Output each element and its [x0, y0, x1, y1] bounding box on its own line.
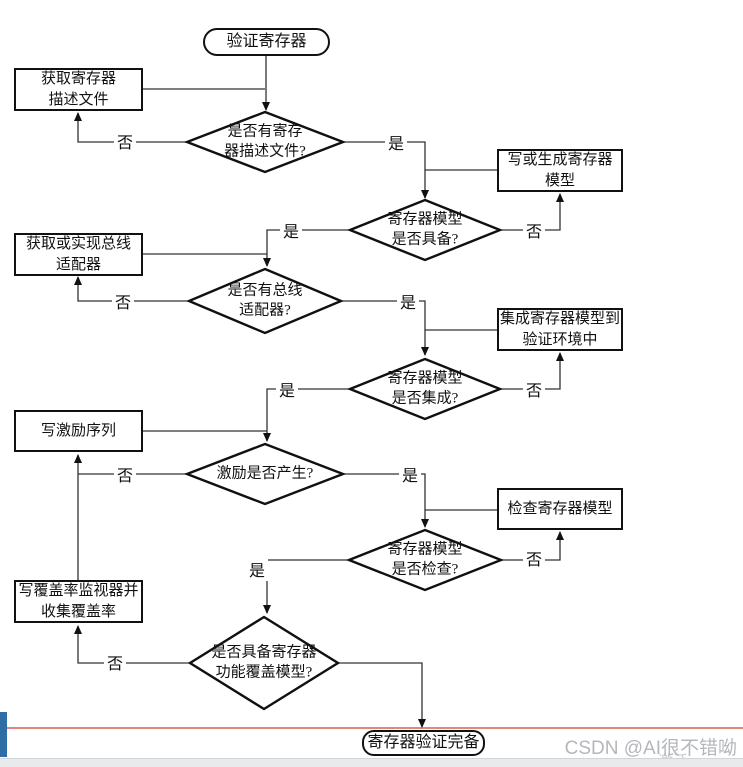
diamond-label-has-adapter: 是否有总线 适配器? — [227, 282, 303, 319]
edge-label-yes: 是 — [398, 462, 422, 486]
edge-label-yes: 是 — [275, 377, 299, 401]
node-start: 验证寄存器 — [203, 28, 330, 56]
edge-label-no: 否 — [113, 129, 137, 153]
diamond-has-cov-model — [187, 615, 341, 711]
connector-lines — [74, 56, 564, 728]
edge-d6-yes — [263, 559, 349, 614]
diamond-label-model-ready: 寄存器模型 是否具备? — [387, 211, 463, 248]
diamond-has-desc-file — [183, 110, 347, 174]
edge-d1-no — [74, 112, 187, 143]
diamond-has-adapter — [185, 267, 345, 335]
edge-label-yes: 是 — [245, 557, 269, 581]
edge-d4-no — [498, 352, 564, 390]
bottom-scrollbar-track[interactable] — [0, 758, 743, 767]
edge-label-yes: 是 — [279, 218, 303, 242]
edge-label-yes: 是 — [396, 289, 420, 313]
diamond-model-checked — [345, 528, 505, 592]
node-end: 寄存器验证完备 — [362, 730, 485, 756]
diamond-model-ready — [346, 198, 504, 262]
node-write-seq: 写激励序列 — [14, 410, 143, 452]
node-check-model: 检查寄存器模型 — [497, 488, 623, 530]
edge-d3-no — [74, 276, 189, 302]
edge-d4-yes — [263, 388, 352, 442]
edge-label-no: 否 — [522, 218, 546, 242]
diamond-label-stim-generated: 激励是否产生? — [216, 465, 314, 482]
node-get-desc-file: 获取寄存器 描述文件 — [14, 68, 143, 111]
edge-label-no: 否 — [522, 377, 546, 401]
edge-d7-no — [74, 625, 190, 664]
node-write-model: 写或生成寄存器 模型 — [497, 149, 623, 192]
diamond-label-model-checked: 寄存器模型 是否检查? — [387, 541, 463, 578]
edge-label-no: 否 — [111, 289, 135, 313]
diamond-model-integrated — [346, 357, 504, 421]
edge-d7-yes-to-end — [338, 662, 426, 728]
edge-d6-no — [499, 531, 564, 561]
edge-d1-yes — [343, 141, 429, 199]
edge-label-no: 否 — [522, 546, 546, 570]
edge-label-no: 否 — [113, 462, 137, 486]
node-get-adapter: 获取或实现总线 适配器 — [14, 233, 143, 276]
diamond-stim-generated — [183, 442, 347, 506]
csdn-watermark: CSDN @AI很不错呦 — [564, 738, 737, 759]
edge-d2-no — [498, 193, 564, 231]
divider-line — [0, 727, 743, 729]
node-write-coverage: 写覆盖率监视器并 收集覆盖率 — [14, 580, 143, 623]
decision-diamonds — [183, 110, 505, 711]
diamond-label-has-cov-model: 是否具备寄存器 功能覆盖模型? — [211, 644, 317, 681]
edge-label-yes: 是 — [384, 130, 408, 154]
diamond-label-model-integrated: 寄存器模型 是否集成? — [387, 370, 463, 407]
node-integrate-model: 集成寄存器模型到 验证环境中 — [497, 308, 623, 351]
edge-label-no: 否 — [103, 650, 127, 674]
edge-d3-yes — [341, 300, 429, 356]
diamond-label-has-desc-file: 是否有寄存 器描述文件? — [224, 123, 306, 160]
edge-d5-yes — [343, 473, 429, 528]
left-accent-bar — [0, 712, 7, 757]
